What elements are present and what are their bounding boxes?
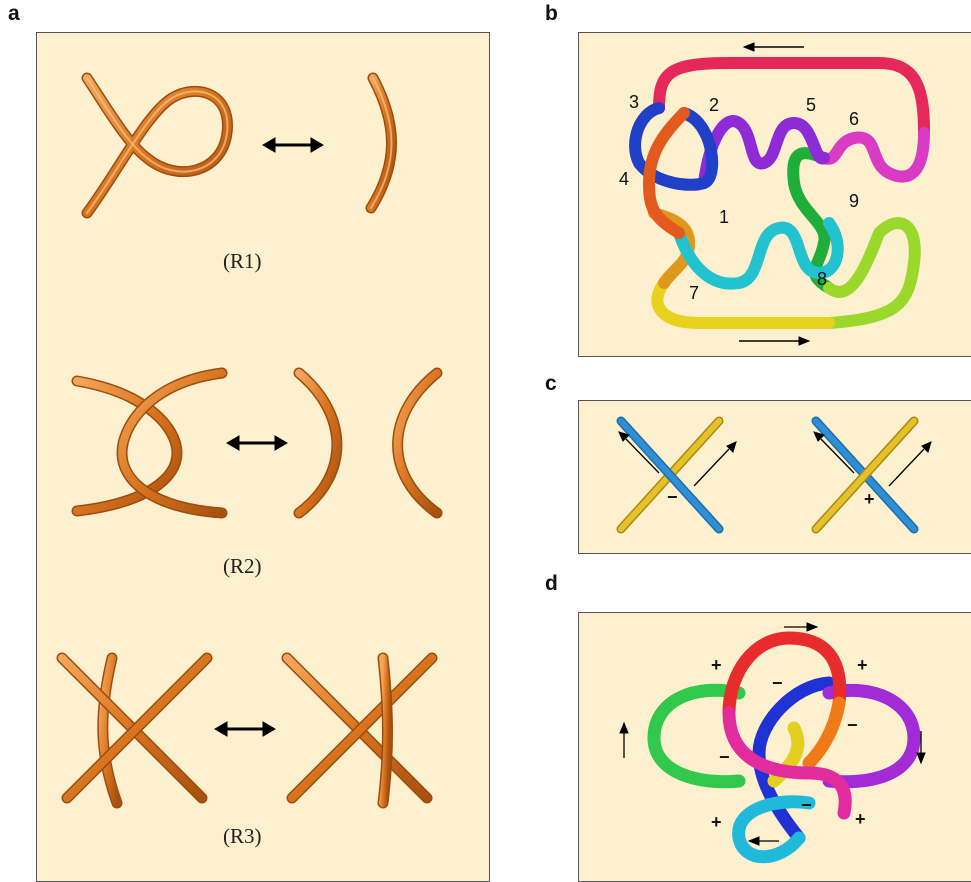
positive-crossing-arrows <box>813 431 932 487</box>
r1-double-arrow <box>262 137 324 153</box>
panel-c-crossing-sign: − + <box>578 400 971 554</box>
crossing-number-3: 3 <box>629 92 639 112</box>
crossing-sign-5: − <box>719 747 730 767</box>
knot-loop-magenta <box>722 706 852 820</box>
knot-segment-lime <box>823 217 921 329</box>
left-direction-arrow <box>619 721 629 758</box>
crossing-number-2: 2 <box>709 95 719 115</box>
knot-segment-red <box>653 57 930 139</box>
r2-separated-strands <box>293 367 443 519</box>
panel-letter-b: b <box>545 2 558 25</box>
knot-segment-cyan <box>673 217 844 290</box>
crossing-sign-6: + <box>711 812 722 832</box>
knot-loop-blue <box>752 676 836 845</box>
panel-b-knot-diagram: 1 2 3 4 5 6 7 8 9 <box>578 32 971 357</box>
positive-crossing <box>811 416 919 534</box>
positive-crossing-sign: + <box>864 489 875 509</box>
panel-letter-a: a <box>8 2 20 25</box>
r2-overlap-strands <box>71 367 228 519</box>
panel-letter-d: d <box>545 572 558 595</box>
negative-crossing-arrows <box>618 431 737 487</box>
knot-loop-cyan-bottom <box>732 795 816 864</box>
r1-arc-strand <box>365 72 397 214</box>
crossing-number-7: 7 <box>689 283 699 303</box>
knot-segment-orange-red <box>643 107 690 239</box>
r3-label: (R3) <box>223 824 262 848</box>
knot-segment-magenta <box>818 127 930 183</box>
panel-letter-c: c <box>545 372 557 395</box>
crossing-number-5: 5 <box>806 95 816 115</box>
panel-a-reidemeister-moves: (R1) (R2) <box>36 32 490 882</box>
crossing-number-6: 6 <box>849 109 859 129</box>
r2-label: (R2) <box>223 554 262 578</box>
knot-segment-purple <box>698 115 830 189</box>
crossing-number-4: 4 <box>619 169 629 189</box>
panel-a-drawing: (R1) (R2) <box>56 72 443 848</box>
r3-left-strands <box>56 652 213 809</box>
r1-loop-strand <box>81 72 233 219</box>
panel-d-signed-knot: + + − − − + − + <box>578 612 971 882</box>
knot-segment-yellow <box>651 277 835 329</box>
r3-double-arrow <box>214 721 276 737</box>
top-direction-arrow <box>784 622 819 632</box>
r3-right-strands <box>281 652 438 809</box>
bottom-direction-arrow <box>739 336 811 346</box>
panel-d-drawing: + + − − − + − + <box>619 622 926 864</box>
r1-label: (R1) <box>223 249 262 273</box>
crossing-sign-7: − <box>801 795 812 815</box>
crossing-sign-2: + <box>857 655 868 675</box>
knot-loop-green-left <box>647 683 746 789</box>
knot-loop-purple-right <box>822 683 921 789</box>
crossing-number-8: 8 <box>817 269 827 289</box>
top-direction-arrow <box>742 42 804 52</box>
crossing-sign-3: − <box>772 673 783 693</box>
crossing-number-1: 1 <box>719 207 729 227</box>
crossing-sign-8: + <box>855 809 866 829</box>
crossing-sign-4: − <box>847 715 858 735</box>
crossing-number-9: 9 <box>849 191 859 211</box>
knot-segment-blue <box>629 102 719 191</box>
negative-crossing-sign: − <box>667 487 678 507</box>
panel-b-drawing: 1 2 3 4 5 6 7 8 9 <box>619 42 930 346</box>
bottom-direction-arrow <box>747 836 779 846</box>
knot-loop-red-top <box>722 631 847 720</box>
negative-crossing <box>616 416 724 534</box>
panel-c-drawing: − + <box>616 416 932 534</box>
right-direction-arrow <box>916 731 926 765</box>
crossing-sign-1: + <box>711 655 722 675</box>
knot-loop-orange <box>802 696 846 770</box>
r2-double-arrow <box>226 435 288 451</box>
